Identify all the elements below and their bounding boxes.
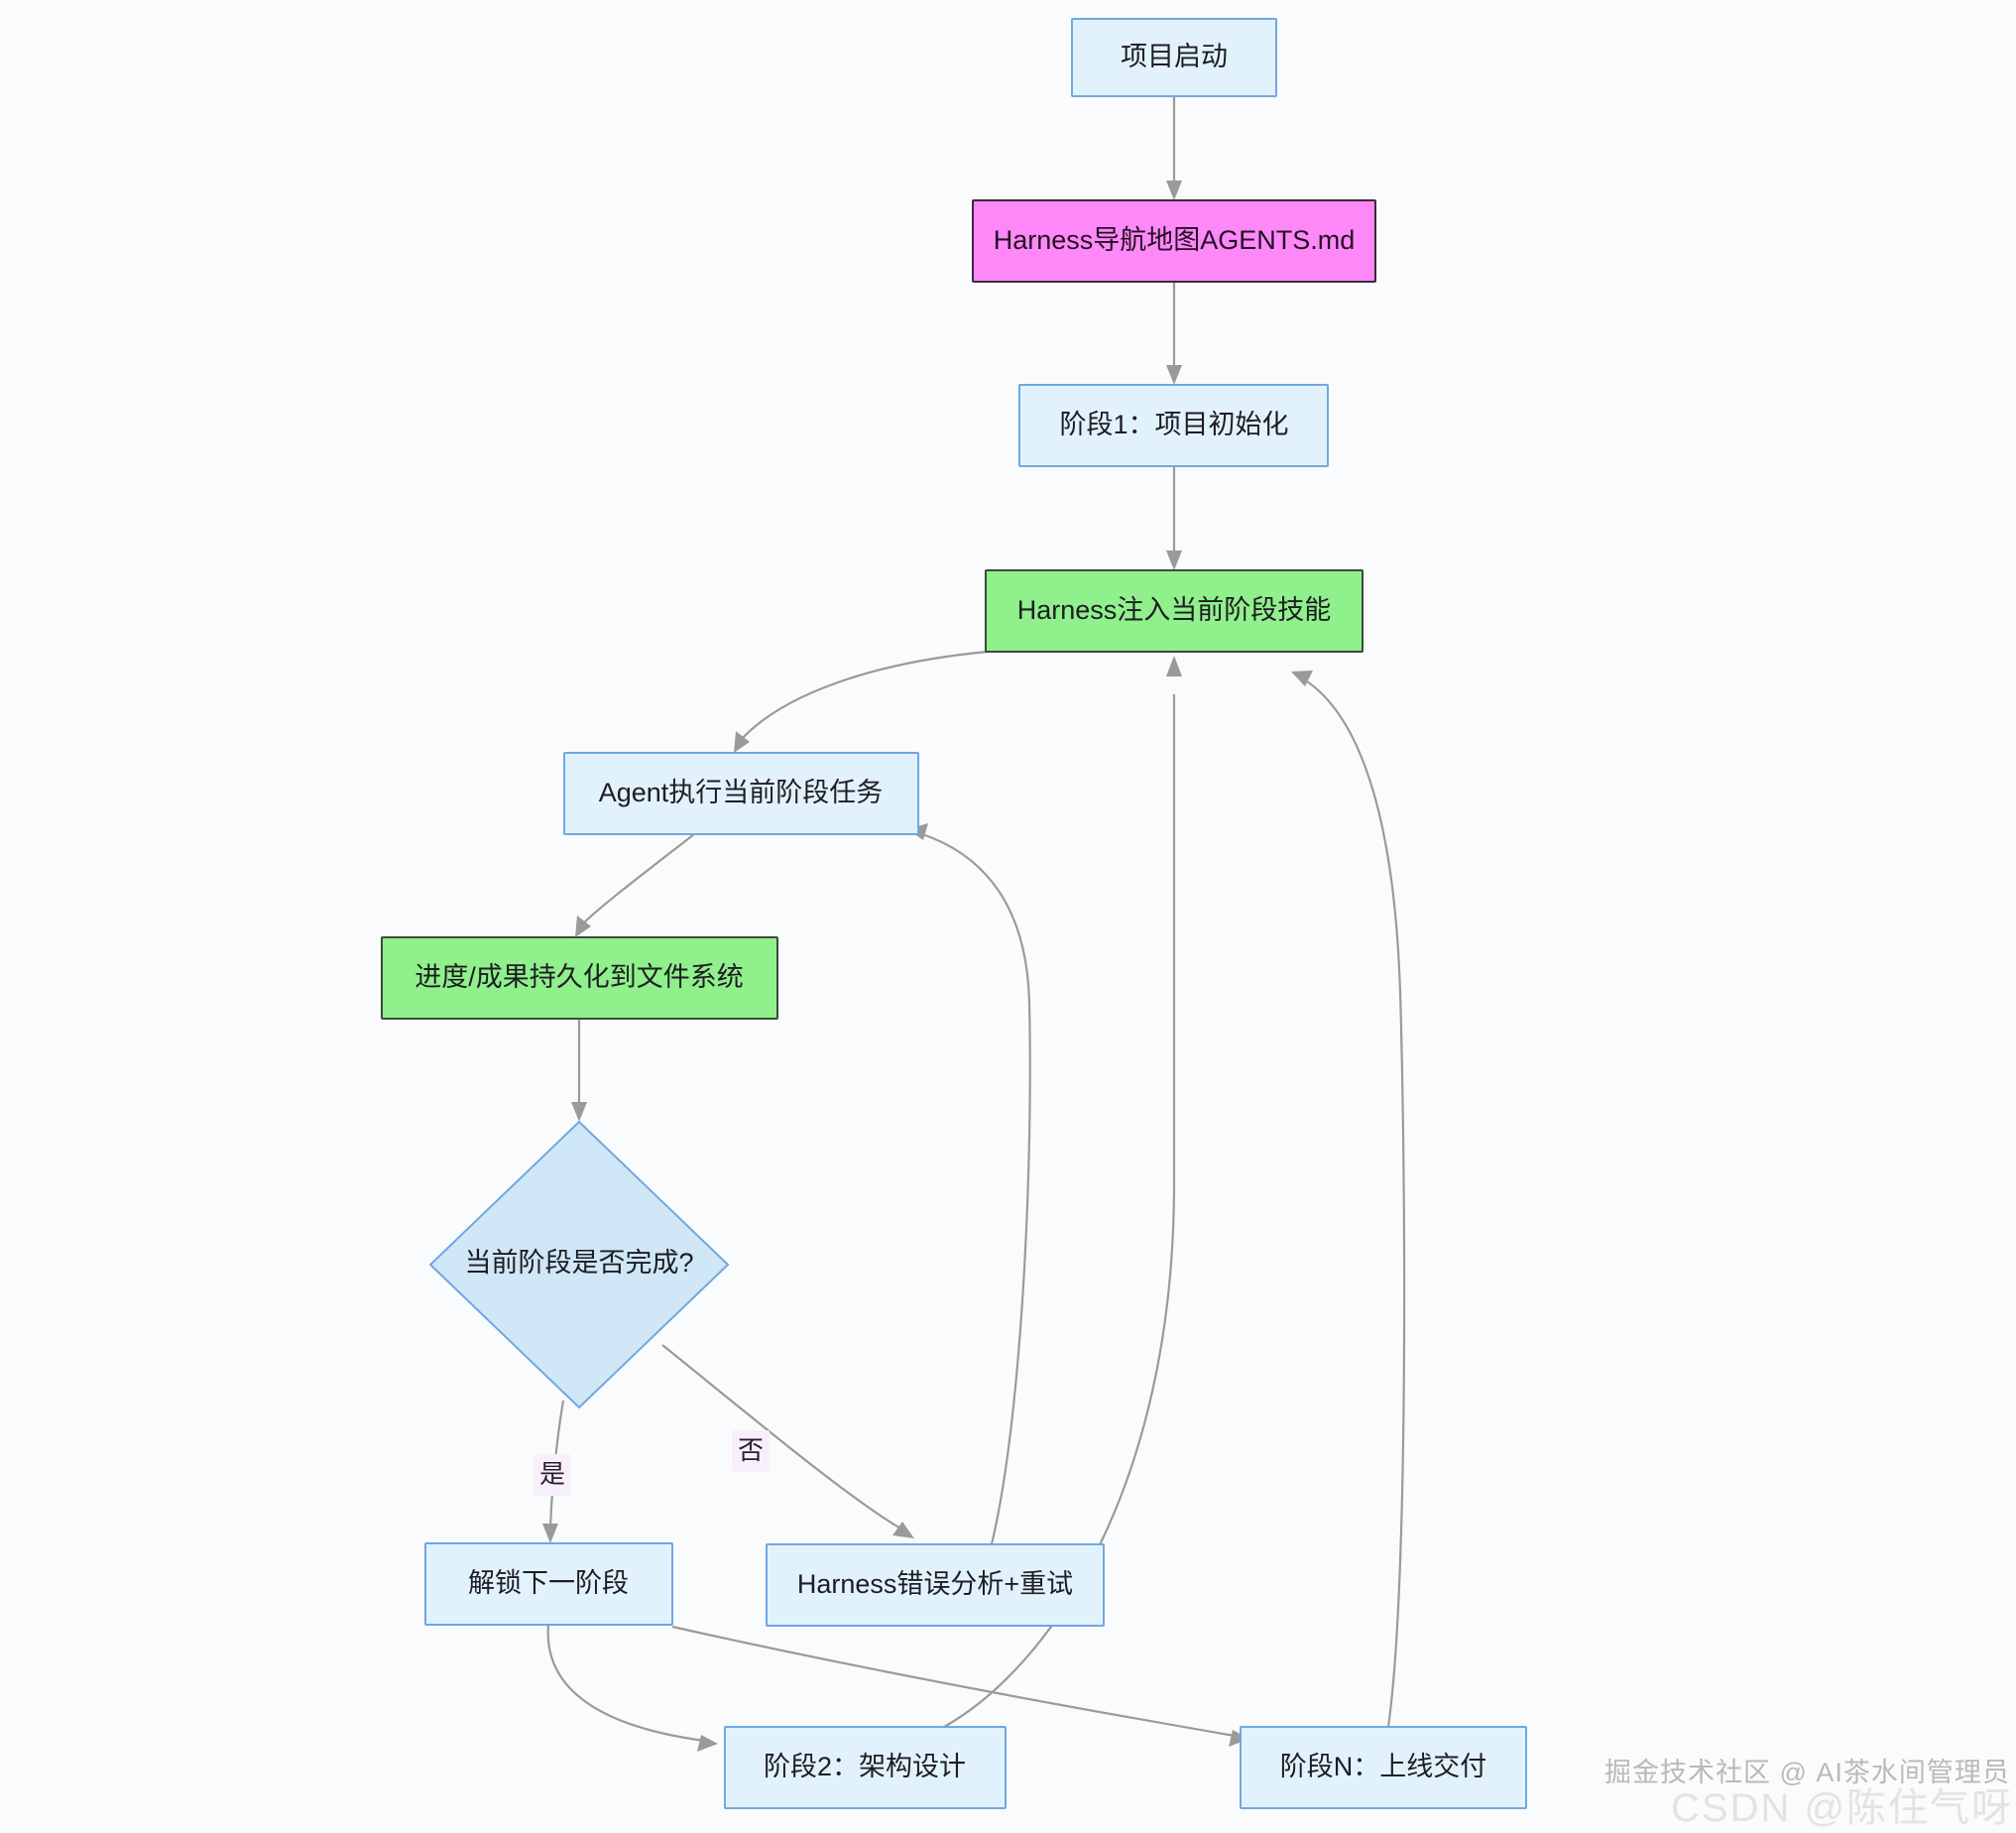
node-agent-run-label: Agent执行当前阶段任务	[599, 778, 884, 807]
node-agents-md[interactable]: Harness导航地图AGENTS.md	[972, 199, 1376, 283]
node-agents-md-label: Harness导航地图AGENTS.md	[994, 225, 1356, 255]
node-start-label: 项目启动	[1121, 42, 1228, 71]
edge-phasen-to-inject	[1291, 671, 1406, 1728]
edge-label-no: 否	[732, 1430, 770, 1472]
edge-phase2-to-inject	[943, 656, 1182, 1728]
node-phase1[interactable]: 阶段1：项目初始化	[1018, 384, 1329, 467]
edge-agents-to-phase1	[1166, 282, 1182, 385]
node-unlock-next-label: 解锁下一阶段	[468, 1568, 629, 1598]
edge-label-yes-text: 是	[539, 1459, 565, 1489]
edge-inject-to-agentrun	[734, 650, 989, 753]
edge-layer	[542, 96, 1406, 1752]
edge-label-yes: 是	[534, 1454, 571, 1496]
node-phase2[interactable]: 阶段2：架构设计	[724, 1726, 1007, 1809]
node-phasen[interactable]: 阶段N：上线交付	[1240, 1726, 1527, 1809]
edge-persist-to-decide	[571, 1019, 587, 1122]
node-phase2-label: 阶段2：架构设计	[764, 1752, 966, 1781]
node-inject-skill[interactable]: Harness注入当前阶段技能	[985, 569, 1364, 653]
edge-agentrun-to-persist	[575, 833, 695, 937]
node-layer: 项目启动 Harness导航地图AGENTS.md 阶段1：项目初始化 Harn…	[381, 18, 1527, 1809]
node-inject-skill-label: Harness注入当前阶段技能	[1017, 595, 1332, 625]
edge-label-no-text: 否	[738, 1435, 764, 1465]
edge-phase1-to-inject	[1166, 466, 1182, 570]
node-unlock-next[interactable]: 解锁下一阶段	[424, 1542, 673, 1626]
node-error-retry[interactable]: Harness错误分析+重试	[766, 1543, 1105, 1627]
edge-decide-to-retry	[661, 1344, 914, 1538]
node-decision[interactable]: 当前阶段是否完成?	[428, 1120, 730, 1409]
node-phasen-label: 阶段N：上线交付	[1280, 1752, 1487, 1781]
edge-start-to-agents	[1166, 96, 1182, 200]
node-phase1-label: 阶段1：项目初始化	[1059, 410, 1288, 439]
node-decision-label: 当前阶段是否完成?	[464, 1248, 693, 1278]
node-persist[interactable]: 进度/成果持久化到文件系统	[381, 936, 778, 1020]
node-error-retry-label: Harness错误分析+重试	[797, 1569, 1073, 1599]
edge-retry-to-agentrun	[907, 823, 1031, 1545]
node-start[interactable]: 项目启动	[1071, 18, 1277, 97]
node-persist-label: 进度/成果持久化到文件系统	[415, 962, 744, 992]
node-agent-run[interactable]: Agent执行当前阶段任务	[563, 752, 919, 835]
edge-unlock-to-phase2	[546, 1624, 718, 1752]
edge-label-layer: 是 否	[534, 1430, 770, 1496]
